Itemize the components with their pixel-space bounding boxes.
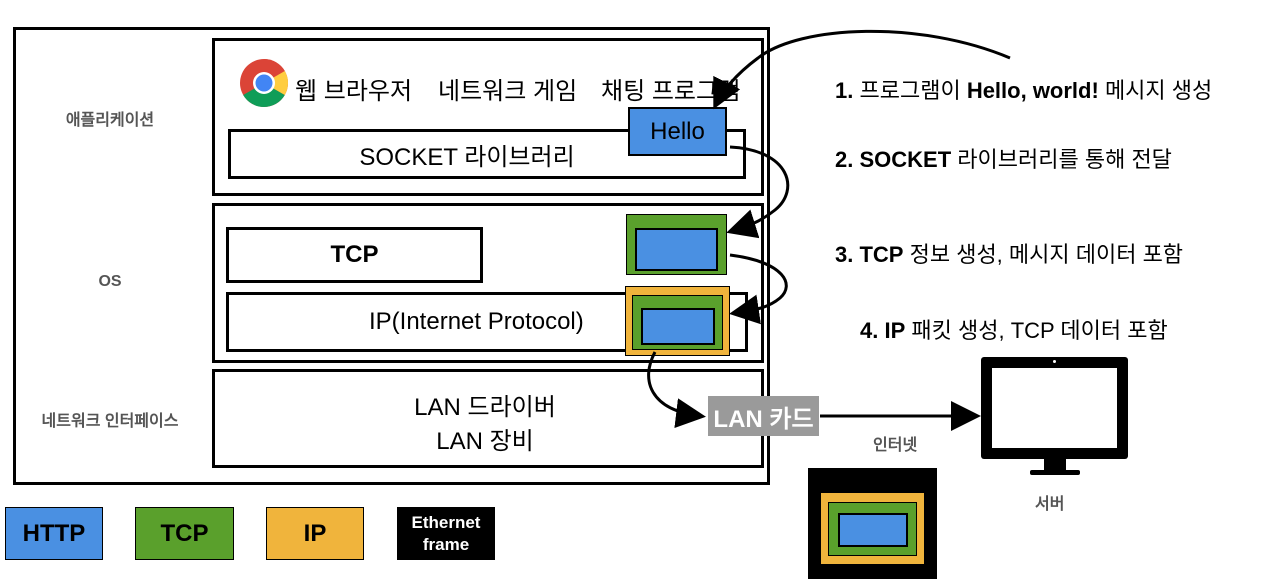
arrow-step1 bbox=[713, 29, 1011, 110]
ethernet-frame-payload bbox=[838, 513, 908, 547]
arrow-step4 bbox=[647, 351, 706, 429]
server-monitor-icon bbox=[981, 357, 1128, 459]
layer-label-application: 애플리케이션 bbox=[65, 112, 155, 129]
lan-device-label: LAN 장비 bbox=[436, 428, 534, 455]
arrow-step2 bbox=[726, 145, 790, 239]
ip-label: IP(Internet Protocol) bbox=[369, 308, 584, 335]
legend-tcp: TCP bbox=[135, 507, 234, 560]
layer-label-os: OS bbox=[98, 273, 122, 290]
step-1: 1. 프로그램이 Hello, world! 메시지 생성 bbox=[835, 78, 1213, 103]
step-3: 3. TCP 정보 생성, 메시지 데이터 포함 bbox=[835, 242, 1184, 267]
server-monitor-camera bbox=[1053, 360, 1056, 363]
legend-http: HTTP bbox=[5, 507, 103, 560]
tcp-box: TCP bbox=[226, 227, 483, 283]
chrome-icon bbox=[240, 58, 289, 108]
network-interface-layer bbox=[212, 369, 764, 468]
server-label: 서버 bbox=[1035, 496, 1065, 513]
tcp-segment bbox=[626, 214, 727, 275]
socket-library-box: SOCKET 라이브러리 bbox=[228, 129, 746, 179]
server-monitor-screen bbox=[992, 368, 1117, 448]
ethernet-frame-ip bbox=[820, 492, 925, 565]
legend-ethernet-frame: Ethernet frame bbox=[397, 507, 495, 560]
server-monitor-neck bbox=[1044, 459, 1066, 473]
ip-packet-payload bbox=[641, 308, 715, 345]
ip-packet bbox=[625, 286, 730, 356]
lan-driver-label: LAN 드라이버 bbox=[414, 394, 556, 421]
tcp-segment-payload bbox=[635, 228, 718, 271]
lan-card-label: LAN 카드 bbox=[713, 405, 814, 433]
arrow-step3 bbox=[729, 253, 788, 325]
app-network-game: 네트워크 게임 bbox=[438, 78, 578, 105]
tcp-label: TCP bbox=[330, 241, 379, 268]
ip-packet-tcp bbox=[632, 295, 723, 350]
layer-label-network-interface: 네트워크 인터페이스 bbox=[41, 413, 179, 430]
ethernet-frame-tcp bbox=[828, 502, 917, 556]
hello-message-box: Hello bbox=[628, 107, 727, 156]
step-4: 4. IP 패킷 생성, TCP 데이터 포함 bbox=[860, 318, 1168, 343]
ethernet-frame-example bbox=[808, 468, 937, 579]
step-2: 2. SOCKET 라이브러리를 통해 전달 bbox=[835, 147, 1172, 172]
internet-label: 인터넷 bbox=[873, 437, 918, 454]
socket-library-label: SOCKET 라이브러리 bbox=[359, 143, 575, 171]
hello-label: Hello bbox=[650, 117, 705, 145]
app-web-browser: 웹 브라우저 bbox=[295, 78, 413, 105]
server-monitor-stand bbox=[1030, 470, 1080, 475]
legend-ip: IP bbox=[266, 507, 364, 560]
lan-card: LAN 카드 bbox=[708, 396, 819, 436]
